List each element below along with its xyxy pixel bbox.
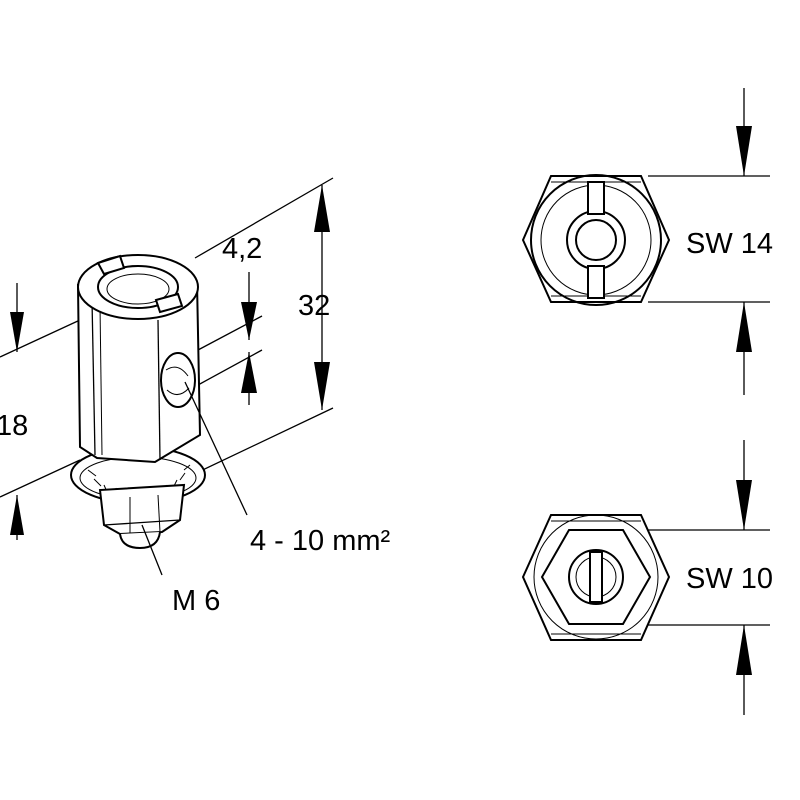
wrench-size-top-label: SW 14 xyxy=(686,228,773,260)
thread-label: M 6 xyxy=(172,585,220,617)
conductor-range-label: 4 - 10 mm² xyxy=(250,525,391,557)
top-view-sw14 xyxy=(521,88,770,395)
dim-height-body-label: 18 xyxy=(0,410,28,442)
wrench-size-bottom-label: SW 10 xyxy=(686,563,773,595)
dim-hole-label: 4,2 xyxy=(222,233,262,265)
clamp-isometric-view xyxy=(0,177,334,576)
dim-height-total-label: 32 xyxy=(298,290,330,322)
bottom-view-sw10 xyxy=(521,440,770,715)
